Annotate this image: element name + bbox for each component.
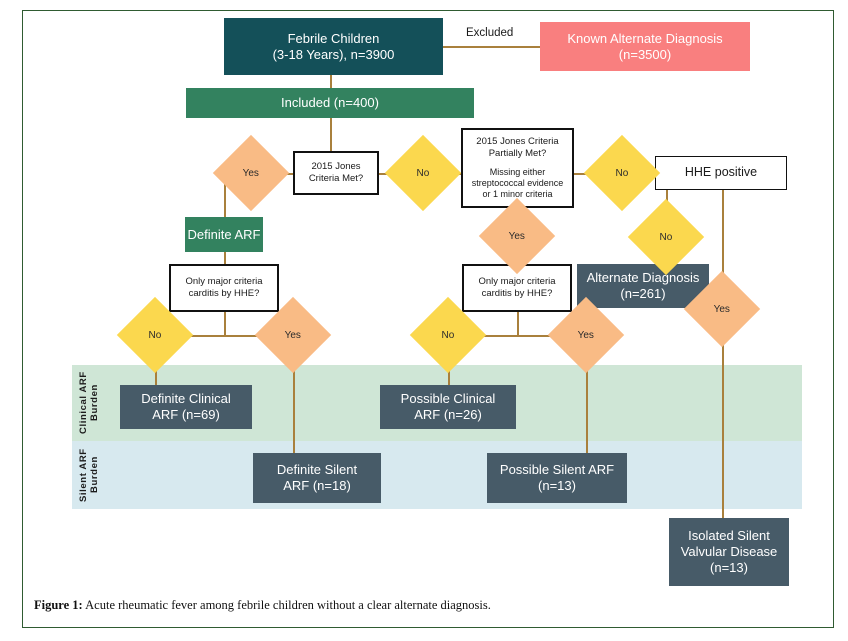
connector-definitearf-to-criteria [224, 252, 226, 264]
connector-midyes-to-possible-silent [586, 335, 588, 453]
node-definite-arf: Definite ARF [185, 217, 263, 252]
connector-midcriteria-down [517, 312, 519, 335]
node-jones-criteria-partially-met: 2015 Jones Criteria Partially Met? Missi… [461, 128, 574, 208]
node-known-alternate-diagnosis: Known Alternate Diagnosis (n=3500) [540, 22, 750, 71]
connector-hhe-to-yes [722, 190, 724, 282]
node-definite-silent-arf: Definite Silent ARF (n=18) [253, 453, 381, 503]
diamond-hhe-no-label: No [659, 231, 673, 243]
edge-label-excluded: Excluded [462, 27, 518, 39]
node-isolated-silent-valvular-disease: Isolated Silent Valvular Disease (n=13) [669, 518, 789, 586]
node-febrile-children: Febrile Children (3-18 Years), n=3900 [224, 18, 443, 75]
node-only-major-criteria-left: Only major criteria carditis by HHE? [169, 264, 279, 312]
diamond-partial-no-label: No [615, 167, 629, 179]
diamond-partial-yes-label: Yes [508, 230, 526, 242]
connector-included-to-jones [330, 118, 332, 151]
figure-caption: Figure 1: Acute rheumatic fever among fe… [34, 598, 824, 613]
node-alternate-diagnosis: Alternate Diagnosis (n=261) [577, 264, 709, 308]
diamond-partial-yes: Yes [478, 197, 556, 275]
connector-leftyes-to-definite-silent [293, 335, 295, 453]
diamond-left-major-yes-label: Yes [284, 329, 302, 341]
diamond-jones-no-label: No [416, 167, 430, 179]
silent-arf-burden-label: Silent ARF Burden [78, 448, 100, 502]
connector-yes-to-definite-arf [224, 173, 226, 217]
diamond-left-major-no-label: No [148, 329, 162, 341]
diamond-jones-yes-label: Yes [242, 167, 260, 179]
diamond-hhe-yes-label: Yes [713, 303, 731, 315]
connector-febrile-to-excluded [443, 46, 540, 48]
node-possible-silent-arf: Possible Silent ARF (n=13) [487, 453, 627, 503]
connector-febrile-to-included [330, 75, 332, 88]
node-included: Included (n=400) [186, 88, 474, 118]
node-possible-clinical-arf: Possible Clinical ARF (n=26) [380, 385, 516, 429]
figure-caption-label: Figure 1: [34, 598, 83, 612]
connector-leftcriteria-split [155, 335, 293, 337]
node-only-major-criteria-mid: Only major criteria carditis by HHE? [462, 264, 572, 312]
node-jones-partial-subtext: Missing either streptococcal evidence or… [471, 166, 564, 199]
figure-caption-text: Acute rheumatic fever among febrile chil… [82, 598, 491, 612]
connector-yes-to-isolated-silent [722, 336, 724, 518]
connector-midcriteria-split [448, 335, 586, 337]
clinical-arf-burden-label: Clinical ARF Burden [78, 371, 100, 435]
diamond-mid-major-no-label: No [441, 329, 455, 341]
node-jones-criteria-met: 2015 Jones Criteria Met? [293, 151, 379, 195]
connector-leftcriteria-down [224, 312, 226, 335]
node-definite-clinical-arf: Definite Clinical ARF (n=69) [120, 385, 252, 429]
node-hhe-positive: HHE positive [655, 156, 787, 190]
diamond-jones-no: No [384, 134, 462, 212]
node-jones-partial-title: 2015 Jones Criteria Partially Met? [476, 136, 559, 160]
diamond-mid-major-yes-label: Yes [577, 329, 595, 341]
silent-arf-burden-band [72, 441, 802, 509]
diamond-partial-no: No [583, 134, 661, 212]
